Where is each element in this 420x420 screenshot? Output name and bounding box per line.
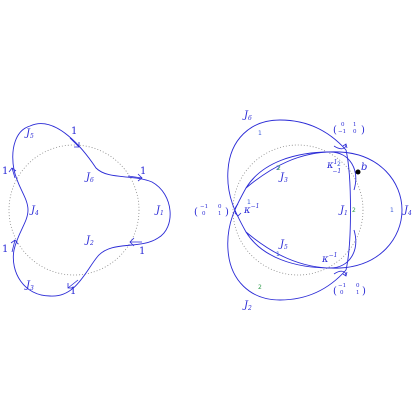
svg-text:1: 1	[353, 122, 357, 128]
svg-text:): )	[362, 286, 366, 297]
small-number-blue-1: 1	[258, 130, 262, 137]
kappa-label-bottom: κ−1	[321, 252, 337, 265]
svg-text:0: 0	[340, 290, 344, 296]
svg-text:): )	[225, 207, 229, 218]
small-number-green-2: 2	[258, 284, 262, 291]
left-arrow-bottom	[67, 279, 79, 289]
left-trefoil-curve	[12, 123, 171, 297]
base-point-label: b	[361, 162, 367, 173]
left-region-label-j4: J4	[29, 205, 39, 217]
right-lobe-upper-left	[227, 119, 357, 269]
left-region-label-j6: J6	[84, 172, 94, 184]
left-arrow-left-top	[8, 167, 17, 179]
left-region-label-j5: J5	[24, 128, 34, 140]
left-arrow-label-right-top: 1	[140, 166, 146, 177]
base-point-b	[355, 169, 361, 175]
left-arrow-label-left-top: 1	[2, 166, 8, 177]
left-diagram: 1 1 1 1 1 1 J5 J6 J4 J1 J2 J3	[2, 123, 171, 297]
left-arrow-label-bottom: 1	[70, 286, 76, 297]
left-region-label-j3: J3	[24, 280, 34, 292]
left-arrow-left-bottom	[10, 239, 19, 253]
left-arrow-top	[69, 137, 80, 148]
left-region-label-j1: J1	[154, 205, 164, 217]
right-lobe-right	[245, 151, 403, 269]
right-dotted-circle	[232, 144, 364, 276]
left-arrow-right-bottom	[129, 237, 142, 247]
small-number-green-1: 2	[352, 207, 356, 214]
svg-text:−1: −1	[200, 204, 208, 210]
svg-text:0: 0	[341, 122, 345, 128]
right-region-label-j5: J5	[278, 239, 288, 251]
small-number-blue-4: 2	[276, 165, 280, 172]
right-arrow-top	[333, 143, 348, 150]
svg-text:−1: −1	[338, 283, 346, 289]
svg-text:0: 0	[356, 283, 360, 289]
right-region-label-j3: J3	[278, 172, 288, 184]
matrix-top: ( ) 0 1 −1 0	[333, 122, 365, 136]
small-number-green-3: 2	[277, 165, 281, 172]
right-arrow-bottom	[333, 270, 348, 277]
svg-text:1: 1	[218, 211, 222, 217]
left-arrow-right-top	[127, 173, 143, 182]
small-number-blue-2: 1	[390, 207, 394, 214]
kappa-label-left: κ−1	[243, 203, 259, 216]
svg-text:0: 0	[202, 211, 206, 217]
svg-text:): )	[361, 125, 365, 136]
left-arrow-label-left-bottom: 1	[2, 244, 8, 255]
svg-text:0: 0	[218, 204, 222, 210]
kappa-label-top: κ1−1	[326, 159, 341, 175]
svg-text:(: (	[333, 286, 337, 297]
right-diagram: b J6 J3 J1 J4 J5 J2 κ1−1 κ−1 κ−1 ( ) 0 1…	[194, 110, 412, 312]
svg-text:1: 1	[356, 290, 360, 296]
matrix-left: ( ) −1 0 0 1	[194, 204, 229, 218]
svg-text:(: (	[194, 207, 198, 218]
small-number-blue-3: 1	[276, 251, 280, 258]
left-arrow-label-right-bottom: 1	[139, 246, 145, 257]
matrix-bottom: ( ) −1 0 0 1	[333, 283, 366, 297]
svg-text:−1: −1	[338, 129, 346, 135]
right-inner-connector	[345, 149, 351, 271]
svg-text:(: (	[333, 125, 337, 136]
small-number-blue-6: 2	[337, 161, 341, 168]
right-region-label-j4: J4	[402, 205, 412, 217]
left-arrow-label-top: 1	[71, 126, 77, 137]
svg-text:0: 0	[353, 129, 357, 135]
right-region-label-j2: J2	[242, 300, 252, 312]
right-region-label-j1: J1	[338, 205, 348, 217]
small-number-blue-5: 1	[247, 199, 251, 206]
left-region-label-j2: J2	[84, 235, 94, 247]
right-region-label-j6: J6	[242, 110, 252, 122]
right-arrow-left	[234, 203, 242, 217]
left-dotted-circle	[8, 144, 140, 276]
